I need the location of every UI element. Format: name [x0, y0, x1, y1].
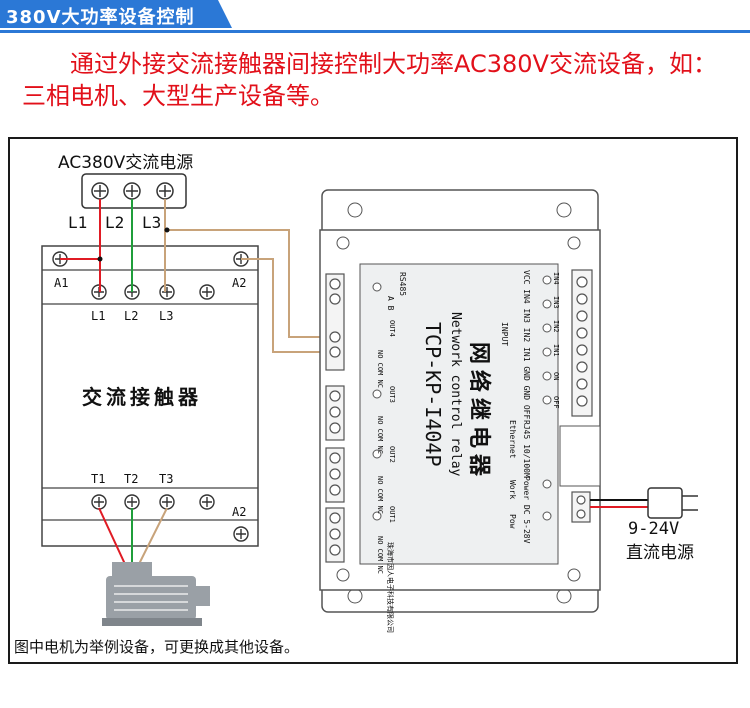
- relay-contacts-1: NO COM NC: [376, 536, 384, 574]
- relay-brand-group: 网络继电器 Network control relay TCP-KP-I404P: [421, 312, 492, 482]
- motor-icon: [102, 562, 210, 626]
- phase-label-l1: L1: [68, 213, 87, 232]
- contactor-in-l3: L3: [159, 309, 173, 323]
- relay-ethernet-label: RJ45 10/100M: [522, 420, 531, 478]
- led-label-in1: IN1: [552, 344, 560, 357]
- power-source-label: AC380V交流电源: [58, 153, 193, 173]
- relay-input-group: VCC IN4 IN3 IN2 IN1 GND GND OFF INPUT RJ…: [500, 270, 531, 544]
- relay-leds: [372, 275, 552, 521]
- contactor-out-t1: T1: [91, 472, 105, 486]
- relay-input-pins: VCC IN4 IN3 IN2 IN1 GND GND OFF: [522, 270, 531, 419]
- relay-power-label: Power DC 5-28V: [522, 476, 531, 544]
- relay-ab-label: A B: [386, 296, 395, 311]
- relay-rs485-group: RS485 A B 珠海市因人电子科技有限公司: [386, 272, 407, 633]
- relay-out1: OUT1: [388, 506, 396, 523]
- dc-voltage: 9-24V: [628, 519, 679, 539]
- dc-supply-wires: [590, 499, 648, 508]
- relay-model: TCP-KP-I404P: [421, 322, 445, 467]
- led-label-in2: IN2: [552, 320, 560, 333]
- intro-text: 通过外接交流接触器间接控制大功率AC380V交流设备，如：三相电机、大型生产设备…: [22, 50, 717, 110]
- relay-out2: OUT2: [388, 446, 396, 463]
- contactor-name: 交流接触器: [82, 385, 202, 409]
- phase-label-l3: L3: [142, 213, 161, 232]
- wiring-diagram-frame: AC380V交流电源 L1 L2 L3 A1 A2 L1 L2 L3 交流接触器…: [8, 137, 738, 664]
- relay-work-label: Work: [508, 480, 517, 499]
- dc-supply-label: 直流电源: [626, 543, 694, 563]
- header-title: 380V大功率设备控制: [6, 7, 195, 28]
- contactor-out-t3: T3: [159, 472, 173, 486]
- relay-contacts-4: NO COM NC: [376, 350, 384, 388]
- led-label-on: ON: [552, 372, 560, 380]
- relay-company: 珠海市因人电子科技有限公司: [386, 542, 395, 633]
- led-label-in4: IN4: [552, 272, 560, 285]
- led-label-in3: IN3: [552, 296, 560, 309]
- contactor-a2-bottom-label: A2: [232, 505, 246, 519]
- relay-subtitle: Network control relay: [448, 312, 463, 477]
- header-tab: [0, 0, 232, 28]
- relay-out-labels: OUT4 NO COM NC OUT3 NO COM NC OUT2 NO COM N…: [376, 320, 396, 574]
- supply-wires: [60, 199, 337, 353]
- dc-plug-icon: [647, 487, 698, 519]
- relay-input-label: INPUT: [500, 322, 509, 346]
- relay-pow-label: Pow: [508, 514, 517, 529]
- relay-brand: 网络继电器: [466, 342, 492, 482]
- contactor-a2-top-label: A2: [232, 276, 246, 290]
- power-terminal-screws: [91, 182, 174, 200]
- contactor-in-l1: L1: [91, 309, 105, 323]
- footnote: 图中电机为举例设备，可更换成其他设备。: [14, 638, 300, 656]
- relay-out3: OUT3: [388, 386, 396, 403]
- relay-terminals-left: [325, 273, 345, 563]
- network-relay-module: [319, 189, 601, 613]
- led-label-off: OFF: [552, 396, 560, 409]
- relay-rs485-label: RS485: [398, 272, 407, 296]
- wiring-diagram: AC380V交流电源 L1 L2 L3 A1 A2 L1 L2 L3 交流接触器…: [41, 153, 698, 633]
- relay-out4: OUT4: [388, 320, 396, 337]
- contactor: [41, 245, 259, 547]
- contactor-in-l2: L2: [124, 309, 138, 323]
- phase-label-l2: L2: [105, 213, 124, 232]
- section-header: 380V大功率设备控制: [0, 0, 750, 36]
- relay-terminals-right: [571, 269, 593, 523]
- contactor-out-t2: T2: [124, 472, 138, 486]
- relay-contacts-2: NO COM NC: [376, 476, 384, 514]
- header-underline: [0, 30, 750, 33]
- relay-led-labels: IN4 IN3 IN2 IN1 ON OFF: [552, 272, 560, 409]
- relay-ethernet-sub: Ethernet: [508, 420, 517, 459]
- relay-contacts-3: NO COM NC: [376, 416, 384, 454]
- contactor-a1-label: A1: [54, 276, 68, 290]
